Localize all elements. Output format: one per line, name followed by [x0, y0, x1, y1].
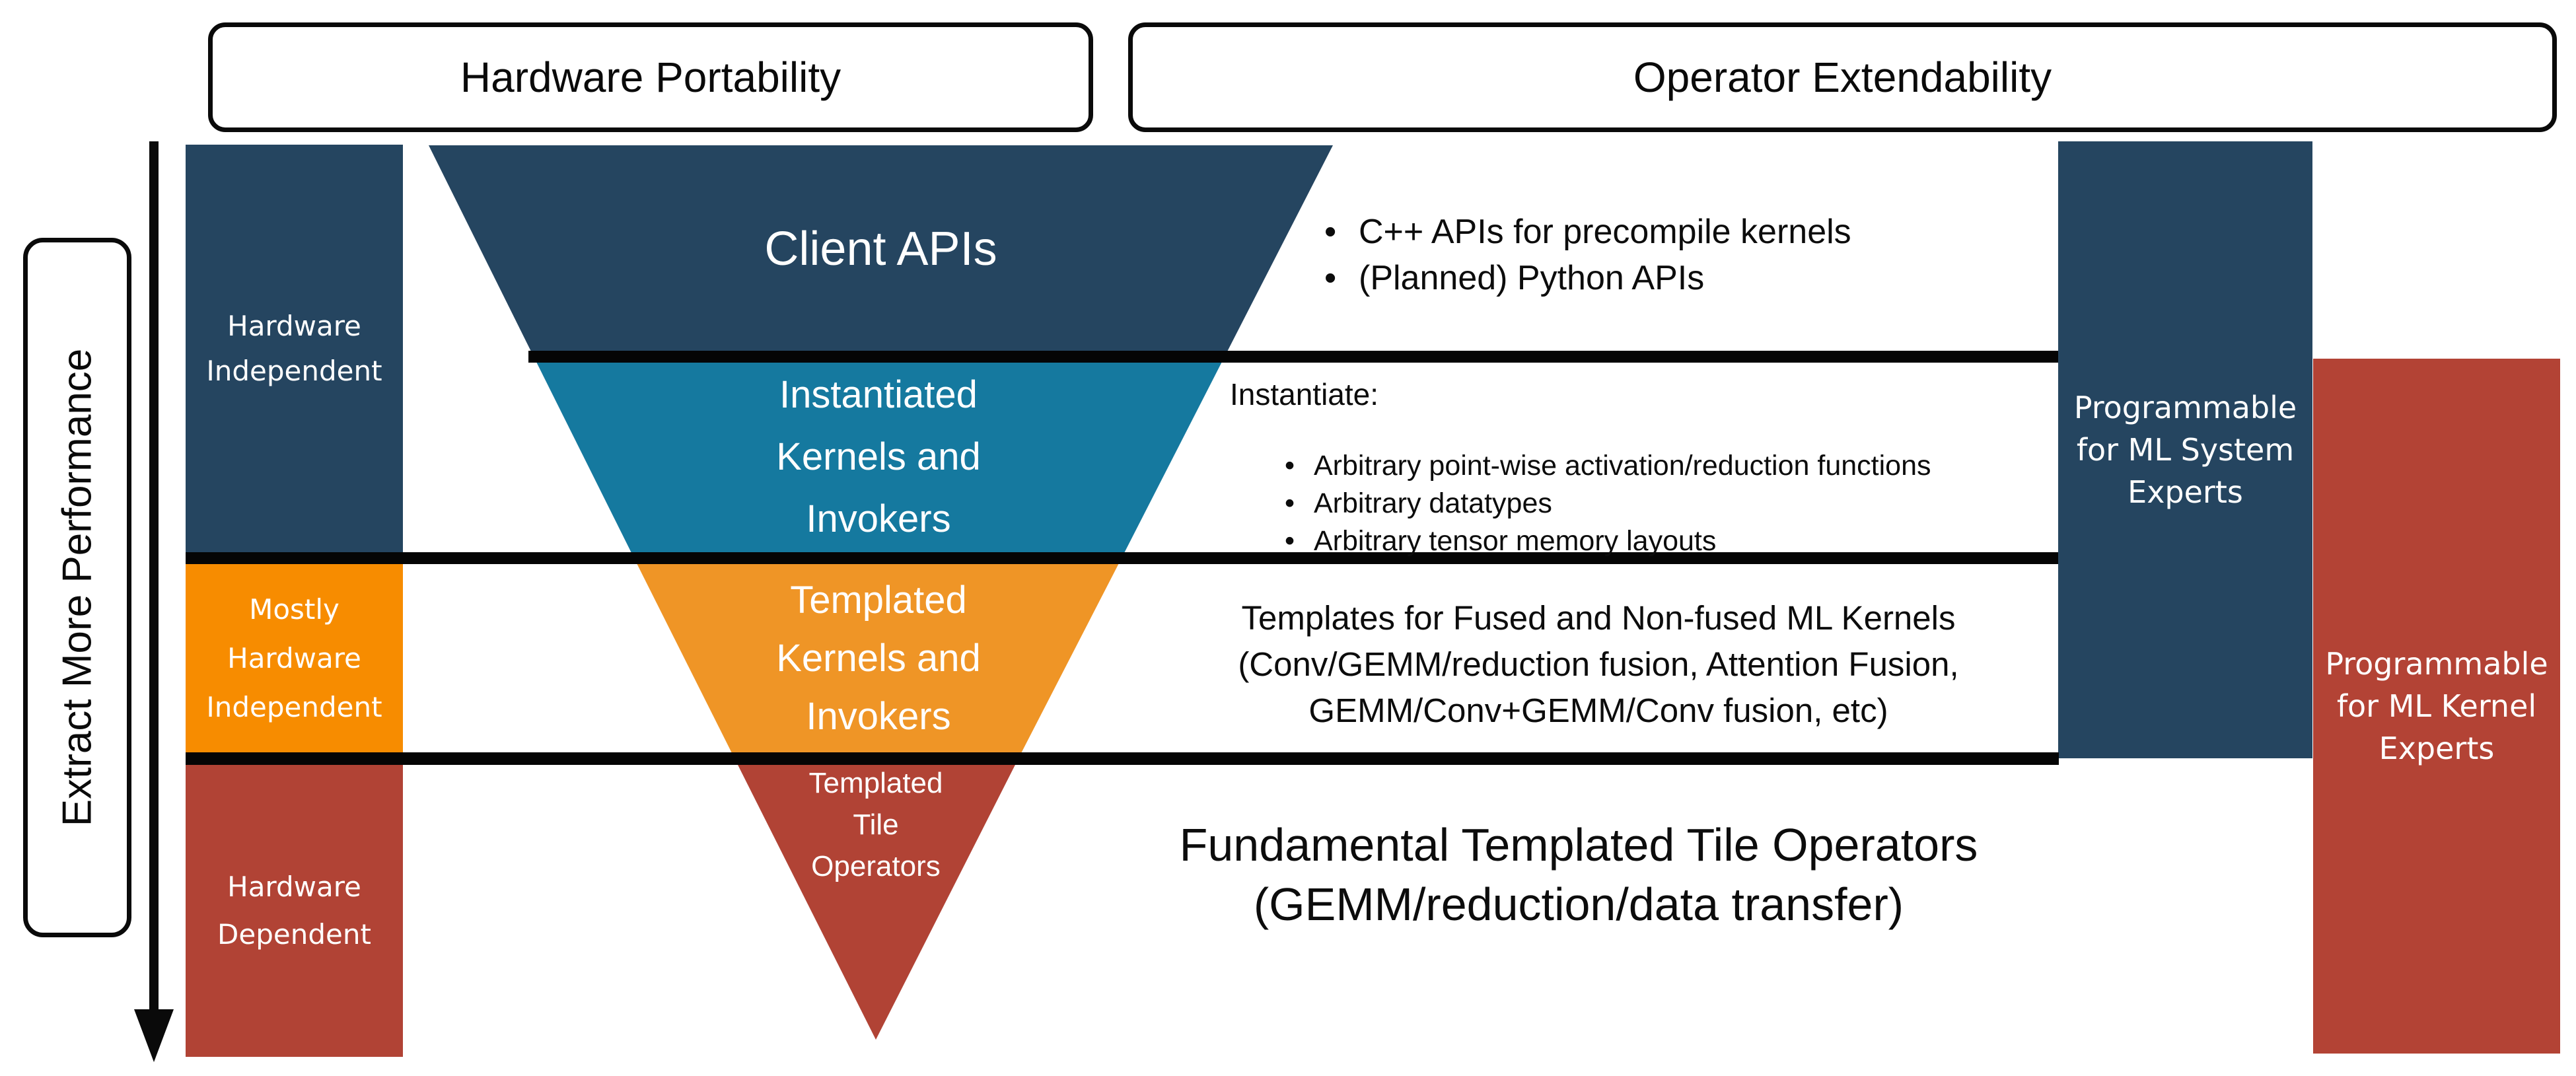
- templates-description-line: Templates for Fused and Non-fused ML Ker…: [1241, 599, 1956, 637]
- bullet-item: C++ APIs for precompile kernels: [1324, 209, 1851, 255]
- bullet-item: Arbitrary datatypes: [1285, 485, 1931, 522]
- funnel-label-line: Client APIs: [764, 223, 997, 275]
- block-label-line: for ML Kernel: [2336, 688, 2537, 724]
- templates-description: Templates for Fused and Non-fused ML Ker…: [1129, 595, 2067, 734]
- funnel-label-tile-operators: Templated Tile Operators: [733, 760, 1019, 889]
- funnel-band-client-apis: [429, 145, 1333, 357]
- operator-extendability-label: Operator Extendability: [1633, 54, 2052, 101]
- block-hardware-independent: Hardware Independent: [186, 145, 403, 552]
- funnel-label-line: Kernels and: [776, 435, 981, 478]
- funnel-label-line: Invokers: [806, 497, 951, 540]
- block-hardware-dependent: Hardware Dependent: [186, 765, 403, 1057]
- performance-axis-box: Extract More Performance: [23, 238, 131, 937]
- operator-extendability-box: Operator Extendability: [1128, 22, 2557, 132]
- funnel-label-line: Invokers: [806, 694, 951, 738]
- block-label-line: Dependent: [217, 918, 371, 950]
- block-label-line: for ML System: [2076, 432, 2295, 468]
- block-label-line: Independent: [206, 354, 382, 387]
- instantiate-bullet-list: Arbitrary point-wise activation/reductio…: [1285, 447, 1931, 560]
- block-label-line: Independent: [206, 690, 382, 723]
- block-label-line: Hardware: [227, 871, 361, 903]
- funnel-band-tile-operators: [734, 758, 1019, 1040]
- fundamental-description: Fundamental Templated Tile Operators (GE…: [1110, 815, 2048, 934]
- performance-arrow-head: [134, 1009, 174, 1062]
- block-label-line: Programmable: [2325, 646, 2548, 682]
- block-label-line: Mostly: [249, 592, 340, 626]
- block-programmable-ml-kernel: Programmable for ML Kernel Experts: [2313, 359, 2560, 1054]
- funnel-label-instantiated: Instantiated Kernels and Invokers: [581, 358, 1176, 556]
- bullet-item: (Planned) Python APIs: [1324, 255, 1851, 301]
- funnel-label-line: Operators: [811, 849, 941, 882]
- block-label-line: Experts: [2128, 474, 2243, 510]
- block-label-line: Hardware: [227, 309, 361, 342]
- fundamental-description-line: Fundamental Templated Tile Operators: [1179, 819, 1978, 871]
- funnel-band-templated: [634, 558, 1122, 758]
- templates-description-line: GEMM/Conv+GEMM/Conv fusion, etc): [1308, 692, 1888, 729]
- performance-arrow-shaft: [149, 141, 159, 1012]
- bullet-item: Arbitrary point-wise activation/reductio…: [1285, 447, 1931, 485]
- funnel-label-templated: Templated Kernels and Invokers: [634, 559, 1123, 757]
- funnel-label-client-apis: Client APIs: [429, 147, 1333, 351]
- bullet-item: Arbitrary tensor memory layouts: [1285, 522, 1931, 560]
- separator-line-3: [186, 752, 2059, 765]
- funnel-label-line: Templated: [808, 766, 943, 799]
- funnel-label-line: Tile: [853, 808, 899, 841]
- funnel-label-line: Instantiated: [779, 373, 978, 416]
- templates-description-line: (Conv/GEMM/reduction fusion, Attention F…: [1238, 645, 1959, 683]
- block-mostly-hardware-independent: Mostly Hardware Independent: [186, 564, 403, 752]
- funnel-label-line: Templated: [790, 578, 967, 622]
- separator-line-1: [528, 351, 2058, 363]
- instantiate-heading: Instantiate:: [1230, 377, 1379, 412]
- client-api-bullet-list: C++ APIs for precompile kernels (Planned…: [1324, 209, 1851, 301]
- fundamental-description-line: (GEMM/reduction/data transfer): [1253, 879, 1904, 930]
- hardware-portability-box: Hardware Portability: [208, 22, 1093, 132]
- block-label-line: Experts: [2379, 731, 2495, 766]
- performance-axis-label: Extract More Performance: [54, 348, 100, 827]
- block-label-line: Hardware: [227, 641, 361, 674]
- hardware-portability-label: Hardware Portability: [460, 54, 841, 101]
- funnel-label-line: Kernels and: [776, 636, 981, 680]
- block-label-line: Programmable: [2073, 390, 2297, 425]
- block-programmable-ml-system: Programmable for ML System Experts: [2058, 141, 2312, 758]
- funnel-band-instantiated: [534, 357, 1225, 558]
